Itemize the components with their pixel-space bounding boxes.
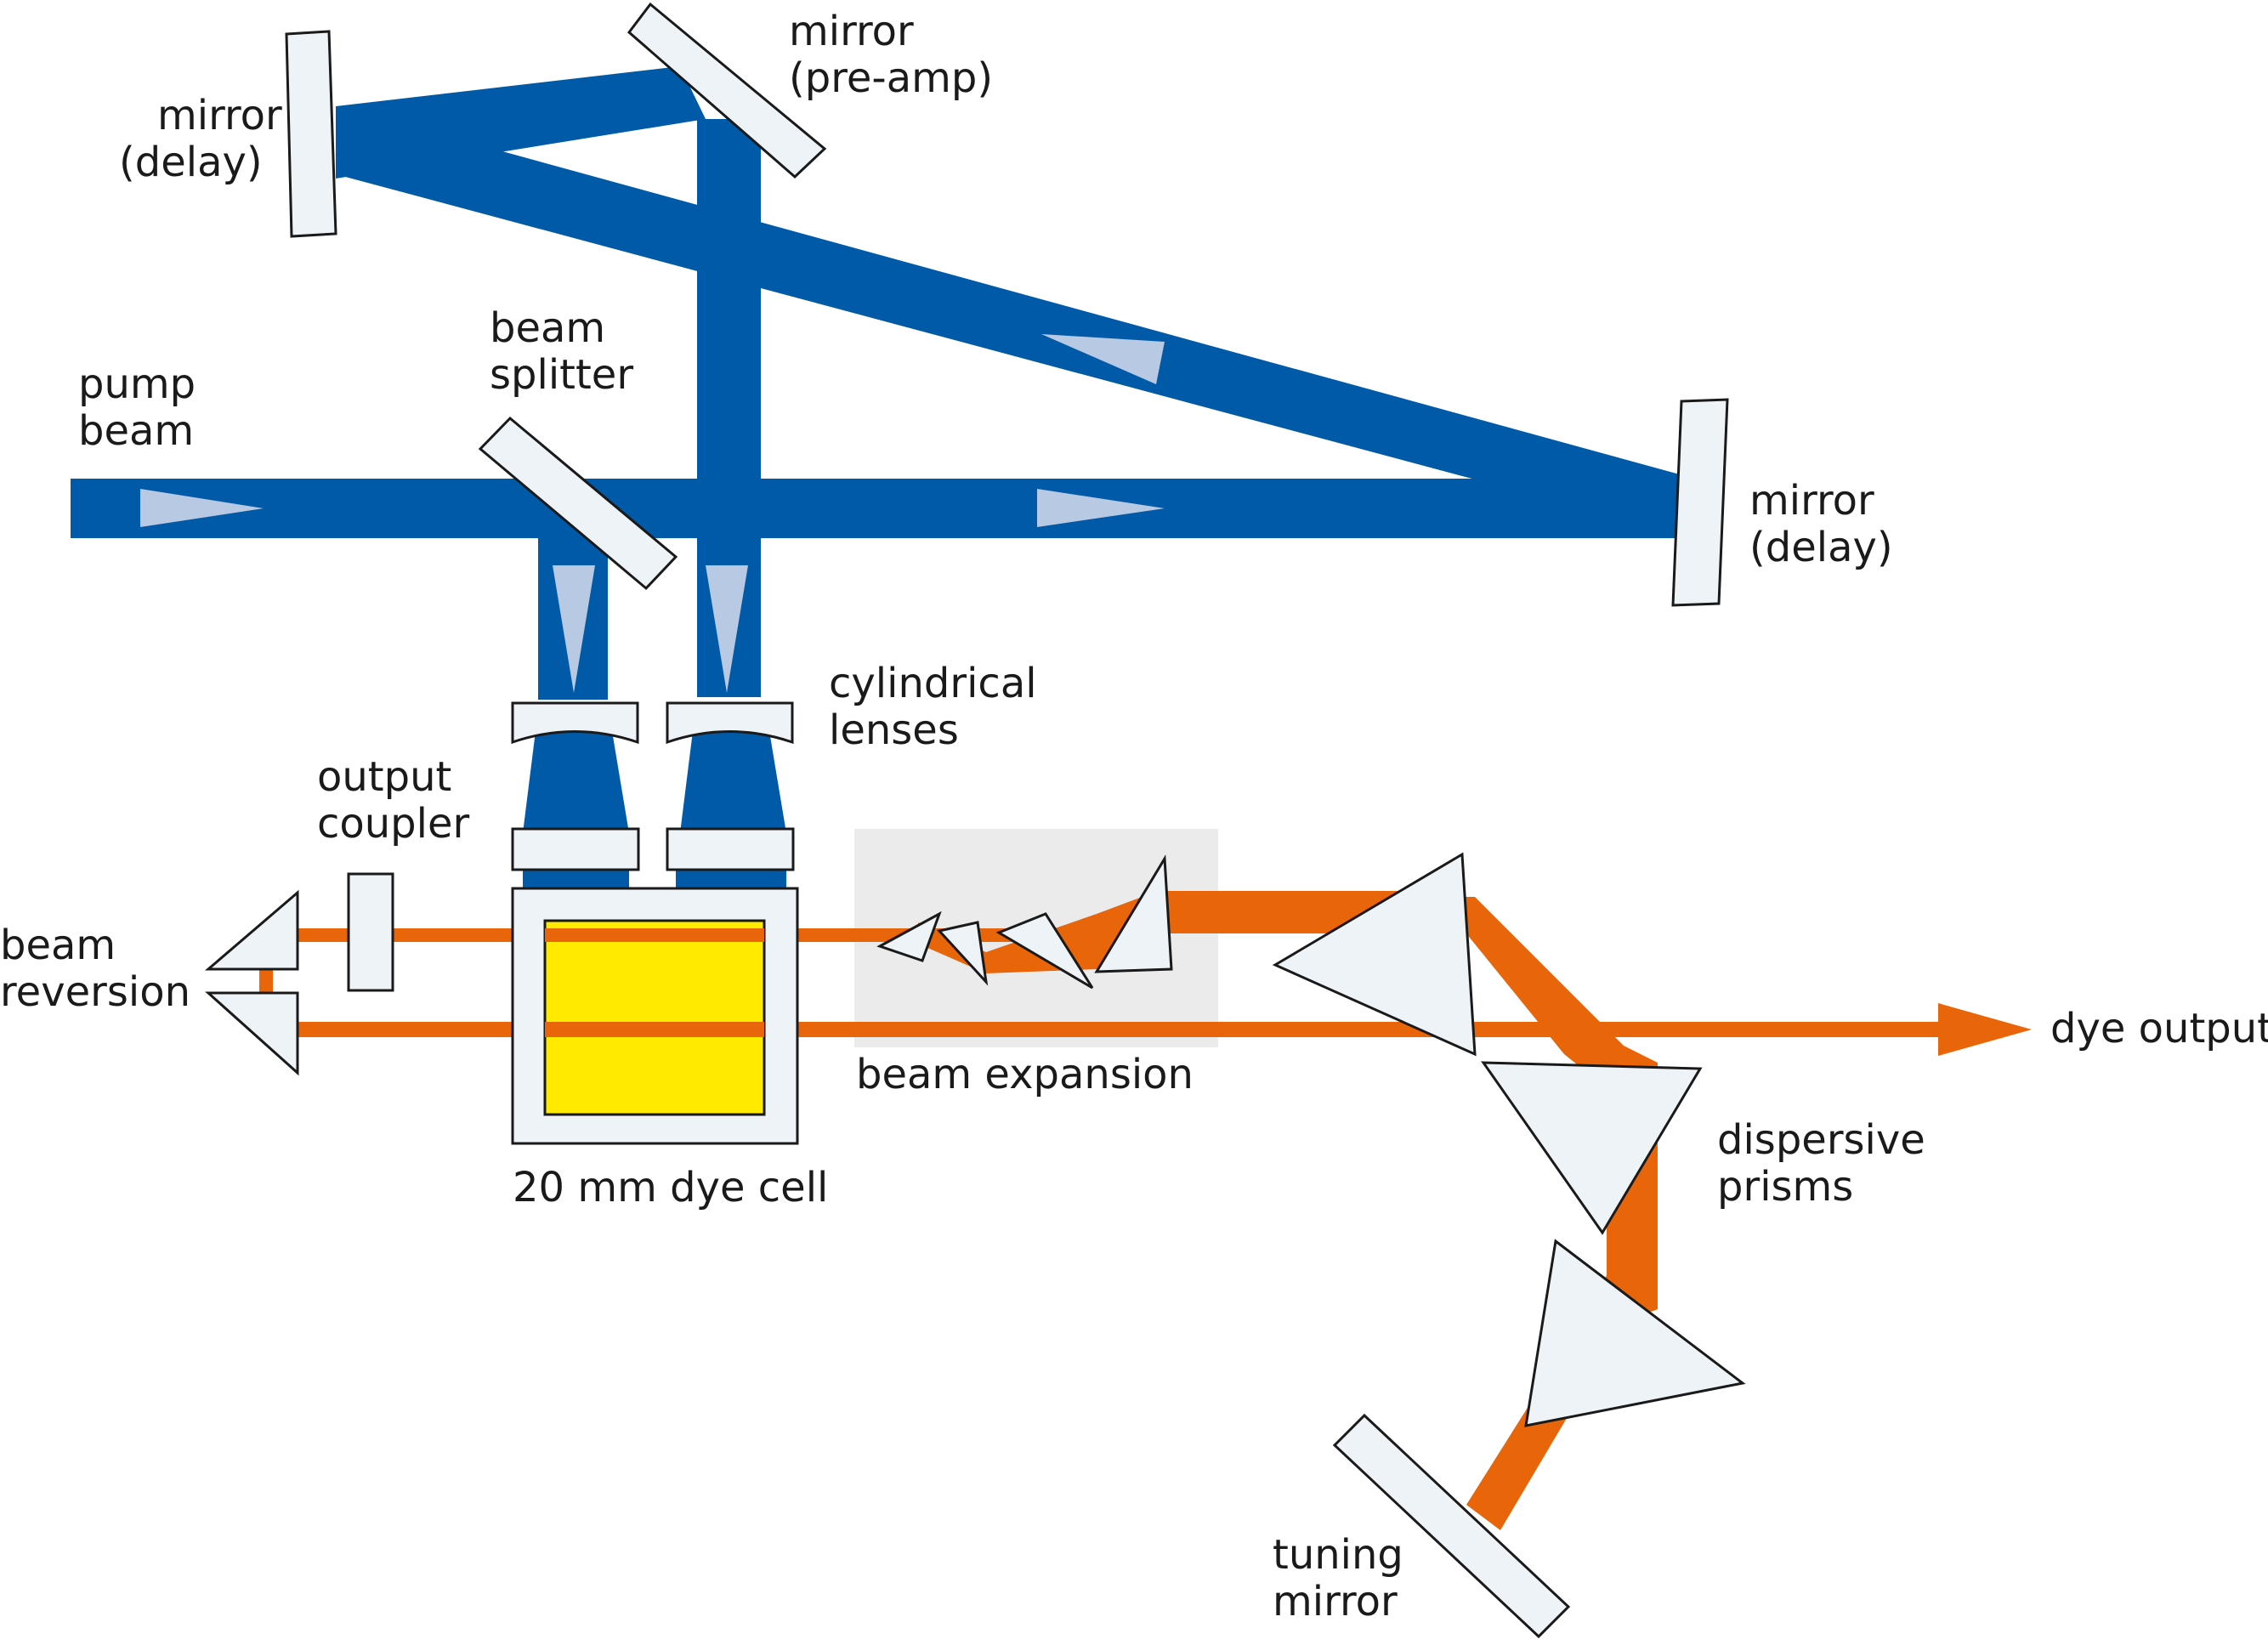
beam-reversion-prism-lower [205,991,299,1076]
dye-cell-beam-upper [545,928,764,942]
dispersive-prism-2 [1481,1061,1703,1235]
dye-beam-prism-path [1437,897,1658,1530]
expansion-prism-3 [995,912,1094,990]
cylindrical-lens-right [666,701,794,745]
beam-splitter [478,416,678,591]
expansion-prism-2 [937,921,989,986]
expansion-prism-1 [876,910,942,962]
pump-beam-delay-to-right-mirror [336,128,1686,534]
beam-reversion-prism-upper [204,889,299,971]
labels: mirror (delay) mirror (pre-amp) beam spl… [0,8,2268,1625]
dispersive-prism-3 [1524,1239,1746,1427]
dispersive-prism-1 [1272,852,1477,1057]
pump-arrow-main-left [140,489,264,527]
dye-output-arrow [1938,1003,2032,1056]
label-beam-splitter: beam splitter [490,304,633,399]
pump-arrow-main-right [1037,489,1165,527]
pump-direction-arrows [140,334,1165,693]
label-pump-beam: pump beam [78,360,208,455]
pump-arrow-down-left [553,565,595,693]
label-dye-output: dye output [2050,1005,2268,1052]
dye-cell-beam-lower [545,1022,764,1037]
label-beam-expansion: beam expansion [856,1051,1194,1098]
output-coupler [347,872,394,992]
pump-arrow-diagonal [1041,334,1165,384]
label-output-coupler: output coupler [317,753,470,848]
mirror-preamp [627,2,827,179]
mirror-delay-right [1671,398,1729,607]
pump-arrow-down-right [706,565,748,693]
label-mirror-delay-right: mirror (delay) [1749,477,1893,571]
pump-beam-taper-left [523,731,629,833]
label-mirror-delay-top: mirror (delay) [119,92,295,186]
label-dispersive-prisms: dispersive prisms [1717,1116,1938,1211]
pump-beam-main [71,479,1686,538]
expansion-prism-4 [1094,854,1173,973]
label-tuning-mirror: tuning mirror [1273,1531,1416,1625]
label-beam-reversion: beam reversion [0,922,190,1016]
cell-window-right [666,827,795,871]
dye-cell [511,887,799,1145]
pump-beam-taper-right [680,731,786,833]
cylindrical-lens-left [511,701,639,745]
label-dye-cell: 20 mm dye cell [513,1164,828,1211]
pump-beams [71,66,1686,888]
cell-window-left [511,827,640,871]
label-cylindrical-lenses: cylindrical lenses [829,660,1050,754]
dye-cell-medium [543,919,766,1116]
mirror-delay-top [285,30,337,238]
tuning-mirror [1332,1413,1571,1639]
label-mirror-preamp: mirror (pre-amp) [789,8,993,102]
